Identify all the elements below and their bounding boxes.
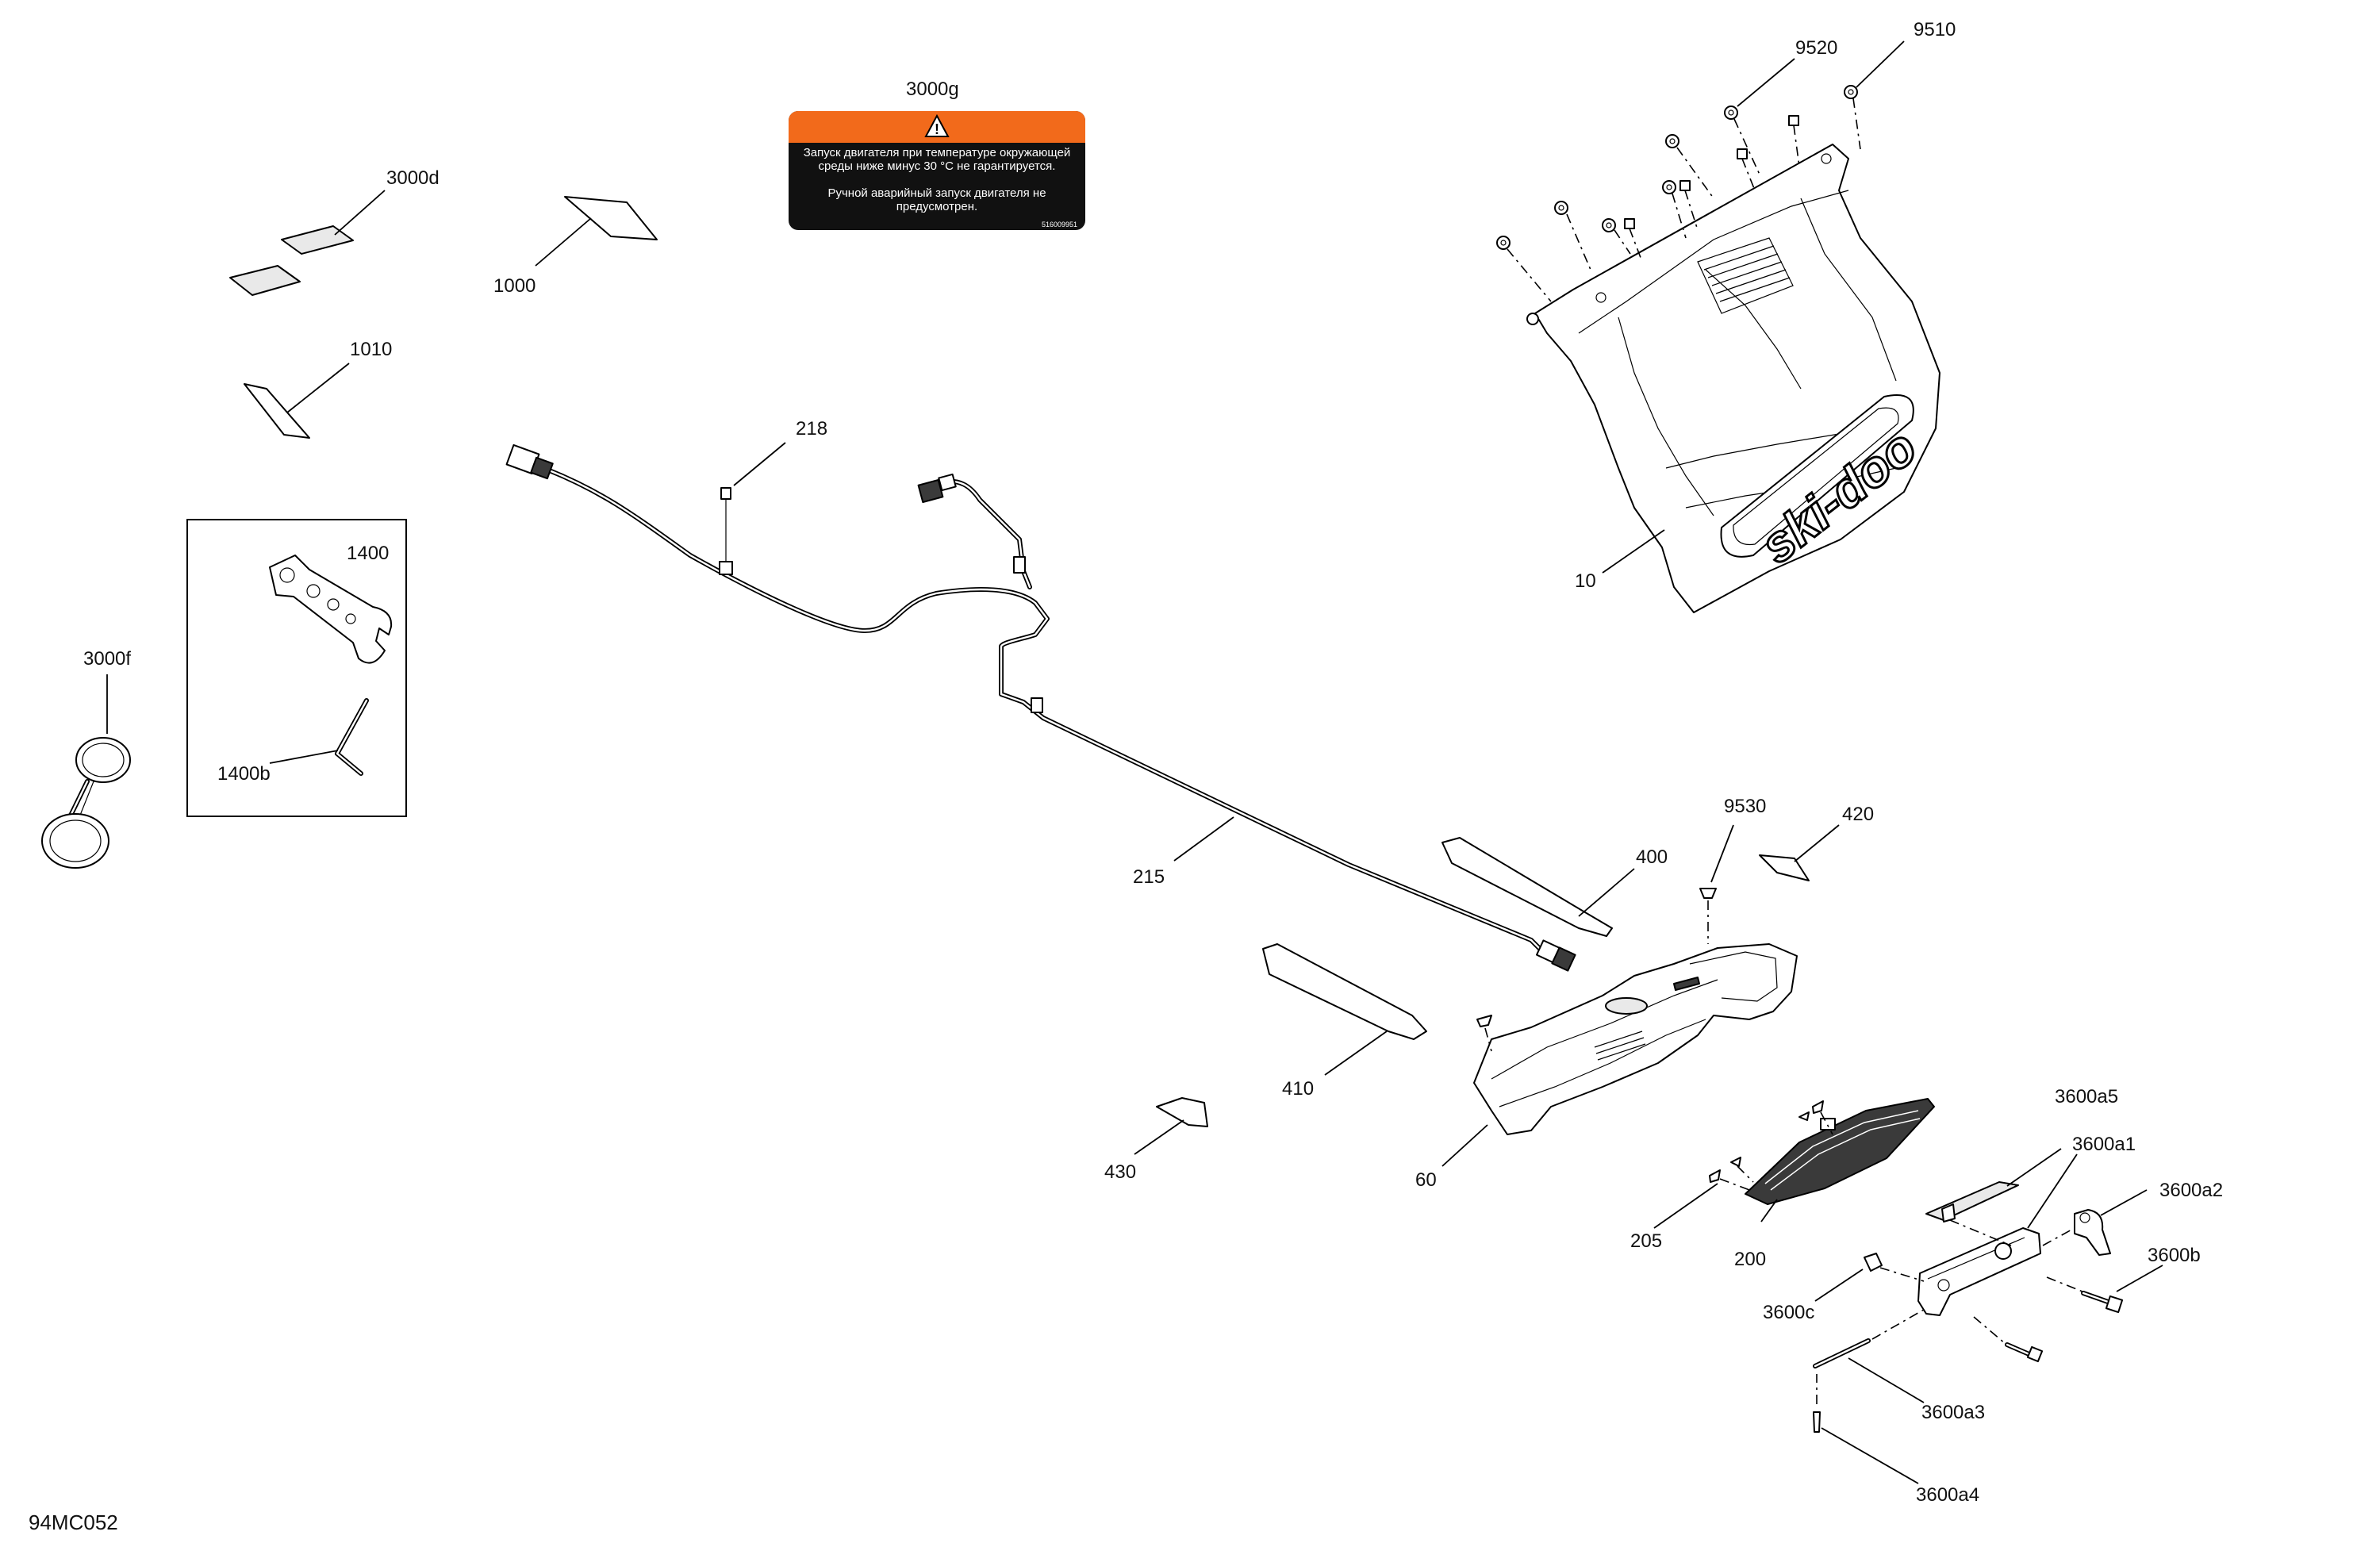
- part-1400-wrench: [269, 555, 393, 664]
- part-3600c-nut: [1864, 1253, 1883, 1272]
- part-215-wiring-harness: [505, 443, 1576, 972]
- callout-9530: 9530: [1724, 796, 1766, 817]
- callout-3600a1: 3600a1: [2072, 1134, 2136, 1155]
- diagram-reference: 94MC052: [29, 1510, 118, 1534]
- harness-connector-left: [505, 443, 554, 480]
- callout-430: 430: [1104, 1161, 1136, 1183]
- part-430-reflector: [1156, 1097, 1208, 1127]
- part-3600a4-pin: [1813, 1411, 1821, 1433]
- part-1000-decal: [564, 196, 658, 240]
- part-60-taillight-housing: [1473, 943, 1798, 1135]
- part-9510-9520-fasteners: [1496, 85, 1861, 302]
- part-205-screws: [1709, 1100, 1833, 1191]
- part-3600a1-bracket: [1917, 1227, 2041, 1316]
- decal-line-2: среды ниже минус 30 °C не гарантируется.: [819, 159, 1056, 173]
- harness-connector-end: [1535, 939, 1576, 972]
- callout-3000d: 3000d: [386, 167, 440, 189]
- part-3600a2-clip: [2074, 1209, 2111, 1256]
- part-3600b-bolt: [2081, 1291, 2124, 1314]
- callout-410: 410: [1282, 1078, 1314, 1100]
- callout-1400b: 1400b: [217, 763, 271, 785]
- part-3000f-mirror: [41, 737, 131, 869]
- part-9530-screw: [1476, 888, 1717, 1052]
- decal-code: 516009951: [1042, 221, 1077, 228]
- decal-line-4: предусмотрен.: [896, 200, 977, 213]
- part-3000d-stickers: [229, 225, 354, 296]
- callout-218: 218: [796, 418, 827, 439]
- callout-215: 215: [1133, 866, 1165, 888]
- callout-3600b: 3600b: [2148, 1245, 2201, 1266]
- callout-3600a4: 3600a4: [1916, 1484, 1979, 1506]
- callout-60: 60: [1415, 1169, 1437, 1191]
- callout-200: 200: [1734, 1249, 1766, 1270]
- callout-3600c: 3600c: [1763, 1302, 1814, 1323]
- part-3600a5-strip: [1925, 1181, 2019, 1221]
- tool-kit-box: [186, 519, 407, 817]
- part-1010-decal: [244, 383, 310, 439]
- part-420-reflector: [1759, 854, 1810, 881]
- callout-9510: 9510: [1914, 19, 1956, 40]
- part-400-reflector: [1441, 837, 1613, 937]
- callout-10: 10: [1575, 570, 1596, 592]
- decal-line-3: Ручной аварийный запуск двигателя не: [827, 186, 1046, 200]
- part-3600-small-bolt: [2005, 1342, 2044, 1363]
- callout-3000f: 3000f: [83, 648, 131, 670]
- callout-420: 420: [1842, 804, 1874, 825]
- warning-triangle-icon: !: [924, 113, 950, 137]
- callout-3600a2: 3600a2: [2159, 1180, 2223, 1201]
- callout-3600a3: 3600a3: [1921, 1402, 1985, 1423]
- callout-3000g: 3000g: [906, 79, 959, 100]
- harness-connector-upper: [917, 473, 957, 503]
- warning-decal: ! Запуск двигателя при температуре окруж…: [789, 111, 1085, 230]
- part-1400b-hex-key: [335, 698, 369, 776]
- part-218-clip: [719, 487, 733, 575]
- callout-3600a5: 3600a5: [2055, 1086, 2118, 1107]
- part-3600a3-rod: [1813, 1338, 1871, 1368]
- callout-9520: 9520: [1795, 37, 1837, 59]
- part-3600-nut: [1941, 1203, 1956, 1223]
- callout-1010: 1010: [350, 339, 392, 360]
- decal-line-1: Запуск двигателя при температуре окружаю…: [804, 146, 1071, 159]
- callout-1000: 1000: [493, 275, 536, 297]
- callout-1400: 1400: [347, 543, 389, 564]
- callout-400: 400: [1636, 846, 1668, 868]
- part-10-snow-flap: ski-doo: [1526, 144, 1940, 613]
- flap-grille: [1697, 237, 1794, 314]
- callout-205: 205: [1630, 1230, 1662, 1252]
- part-200-license-light: [1745, 1098, 1935, 1205]
- part-410-reflector: [1262, 943, 1427, 1040]
- svg-text:!: !: [935, 121, 939, 137]
